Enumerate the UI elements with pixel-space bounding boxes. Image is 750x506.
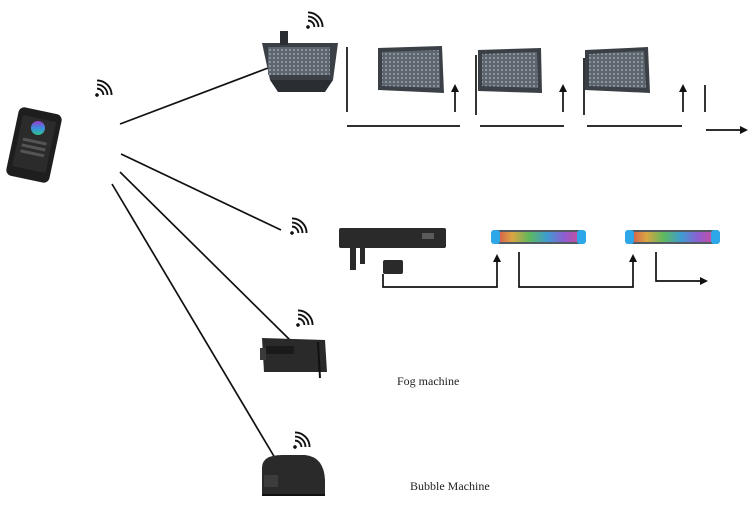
controller-wifi-icon: [87, 76, 116, 105]
fog-machine-icon: [260, 338, 327, 379]
led-bar-icon: [491, 230, 586, 244]
bubble-wifi-icon: [285, 428, 314, 457]
panel-chain-lines: [346, 47, 746, 131]
dmx-controller-icon: [339, 228, 446, 274]
panel-chain-arrows: [451, 84, 748, 134]
link-to-fog: [119, 171, 291, 341]
smartphone-icon: [6, 107, 62, 183]
link-to-bubble: [111, 183, 279, 464]
fog-wifi-icon: [288, 306, 317, 335]
link-to-dmx: [120, 153, 282, 231]
bubble-machine-icon: [262, 455, 325, 496]
bubble-machine-label: Bubble Machine: [410, 479, 490, 493]
led-bar-icon: [625, 230, 720, 244]
led-panel-icon: [262, 8, 338, 92]
led-panel-icon: [478, 48, 542, 93]
bar-chain-lines: [382, 252, 704, 288]
bar-chain-arrows: [493, 254, 708, 285]
led-panel-icon: [378, 46, 444, 93]
led-panel-icon: [585, 47, 650, 93]
link-to-panel: [119, 67, 269, 125]
wireless-links: [111, 67, 291, 464]
dmx-wifi-icon: [282, 214, 311, 243]
fog-machine-label: Fog machine: [397, 374, 460, 388]
